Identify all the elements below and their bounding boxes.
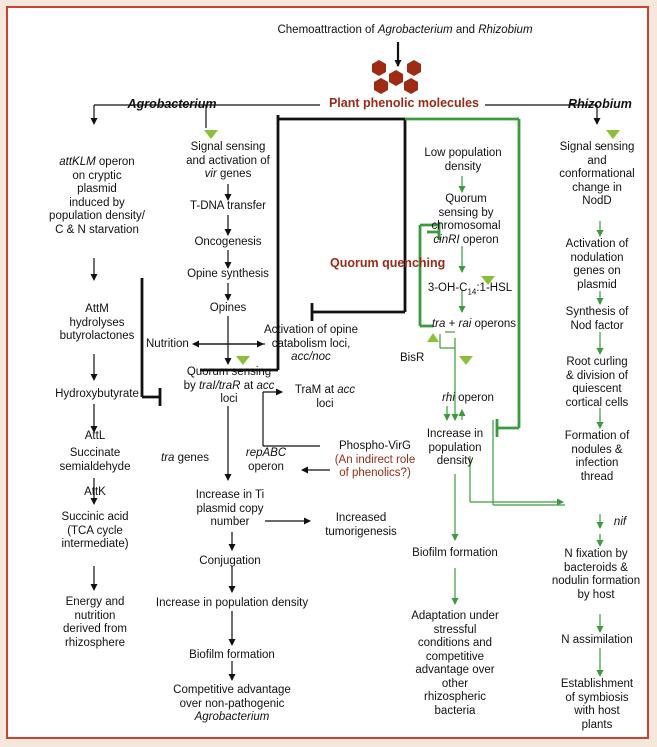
triangle-col2: [204, 130, 218, 139]
opines: Opines: [209, 302, 247, 314]
triangle-qs: [236, 356, 250, 365]
rhizobium-header: Rhizobium: [568, 97, 632, 111]
biofilm-formation-agro: Biofilm formation: [189, 649, 275, 661]
tram-at-acc: TraM at acc loci: [294, 384, 356, 410]
triangle-bisr: [459, 356, 473, 365]
figure-frame: [6, 6, 649, 739]
agrobacterium-header: Agrobacterium: [127, 97, 217, 111]
chemoattraction-title: Chemoattraction of Agrobacterium and Rhi…: [277, 24, 533, 36]
nutrition: Nutrition: [146, 338, 189, 350]
rhi-operon: rhi operon: [442, 392, 494, 404]
increase-population-density: Increase in population density: [155, 597, 309, 609]
phenolic-label: Plant phenolic molecules: [328, 96, 480, 110]
n-assimilation: N assimilation: [561, 634, 633, 646]
triangle-hsl: [481, 276, 495, 285]
tdna-transfer: T-DNA transfer: [189, 200, 267, 212]
triangle-col4: [606, 130, 620, 139]
oncogenesis: Oncogenesis: [194, 236, 262, 248]
opine-synthesis: Opine synthesis: [187, 268, 269, 280]
tra-rai-operons: tra + rai operons: [431, 318, 517, 330]
nif-label: nif: [613, 516, 627, 528]
phenolic-hexagons: [372, 60, 421, 94]
bisr-label: BisR: [400, 352, 425, 364]
biofilm-formation-rhizo: Biofilm formation: [412, 547, 498, 559]
conjugation: Conjugation: [199, 555, 261, 567]
attk-label: AttK: [84, 486, 106, 498]
tra-genes: tra genes: [161, 452, 209, 464]
quorum-sensing-trai: Quorum sensing by traI/traR at acc loci: [183, 366, 275, 405]
hydroxybutyrate: Hydroxybutyrate: [55, 388, 139, 400]
hsl-signal: 3-OH-C14:1-HSL: [427, 282, 513, 297]
quorum-quenching: Quorum quenching: [330, 256, 446, 270]
attl-label: AttL: [84, 430, 106, 442]
triangle-up: [427, 333, 439, 342]
